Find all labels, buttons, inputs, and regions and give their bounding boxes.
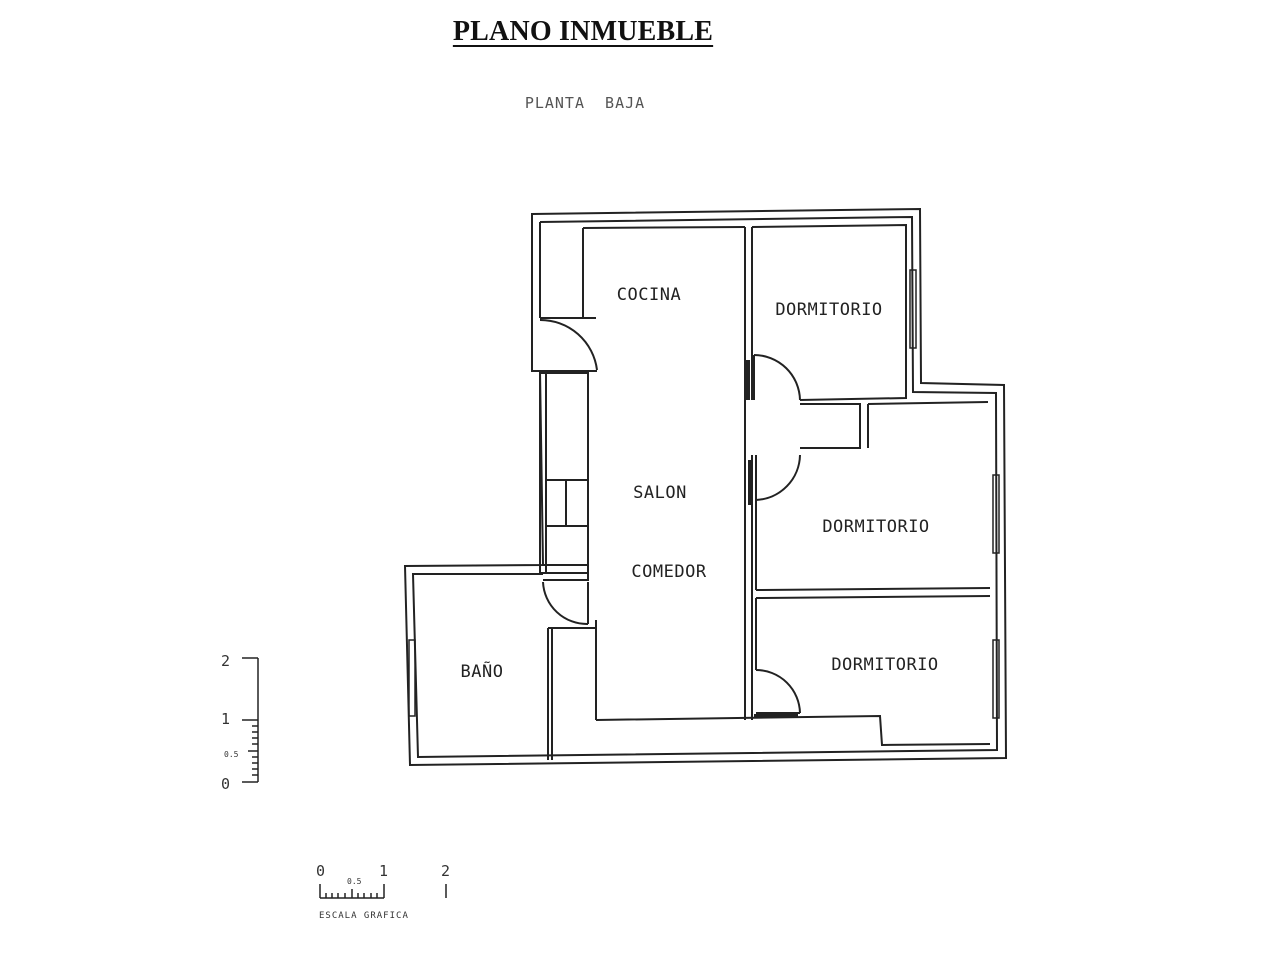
bedroom-1-wall bbox=[751, 223, 907, 401]
window-bedroom-1 bbox=[909, 269, 917, 349]
room-label-dormitorio-3: DORMITORIO bbox=[831, 655, 938, 675]
horizontal-scale-bar: 0 0.5 1 2 ESCALA GRAFICA bbox=[316, 862, 450, 921]
h-scale-tick-0: 0 bbox=[316, 862, 325, 880]
kitchen-inner-wall bbox=[582, 228, 596, 319]
h-scale-tick-1: 1 bbox=[379, 862, 388, 880]
bathroom-wall bbox=[543, 564, 589, 581]
floor-subtitle: PLANTA BAJA bbox=[524, 94, 646, 112]
v-scale-tick-2: 2 bbox=[221, 652, 230, 670]
v-scale-tick-0-5: 0.5 bbox=[224, 750, 239, 759]
vertical-scale-bar: 2 1 0.5 0 bbox=[221, 652, 259, 793]
window-bathroom bbox=[408, 639, 416, 717]
scale-caption: ESCALA GRAFICA bbox=[319, 911, 409, 921]
v-scale-tick-0: 0 bbox=[221, 775, 230, 793]
room-label-cocina: COCINA bbox=[617, 285, 681, 305]
bathroom-door bbox=[542, 581, 589, 626]
corridor-cabinet bbox=[539, 372, 589, 574]
h-scale-tick-2: 2 bbox=[441, 862, 450, 880]
room-label-dormitorio-2: DORMITORIO bbox=[822, 517, 929, 537]
bedroom-1-door bbox=[753, 354, 801, 401]
bedroom-2-door bbox=[755, 454, 801, 501]
room-label-dormitorio-1: DORMITORIO bbox=[775, 300, 882, 320]
window-bedroom-3 bbox=[992, 639, 1000, 719]
page-title: PLANO INMUEBLE bbox=[452, 16, 714, 47]
window-bedroom-2 bbox=[992, 474, 1000, 554]
exterior-wall-inner bbox=[411, 215, 999, 759]
room-label-bano: BAÑO bbox=[461, 660, 504, 682]
kitchen-door bbox=[539, 318, 598, 371]
h-scale-tick-0-5: 0.5 bbox=[347, 877, 362, 886]
v-scale-tick-1: 1 bbox=[221, 710, 230, 728]
bedroom-3-door bbox=[755, 669, 801, 714]
room-label-comedor: COMEDOR bbox=[631, 562, 706, 582]
exterior-wall-outer bbox=[403, 207, 1008, 767]
room-label-salon: SALON bbox=[633, 483, 687, 503]
